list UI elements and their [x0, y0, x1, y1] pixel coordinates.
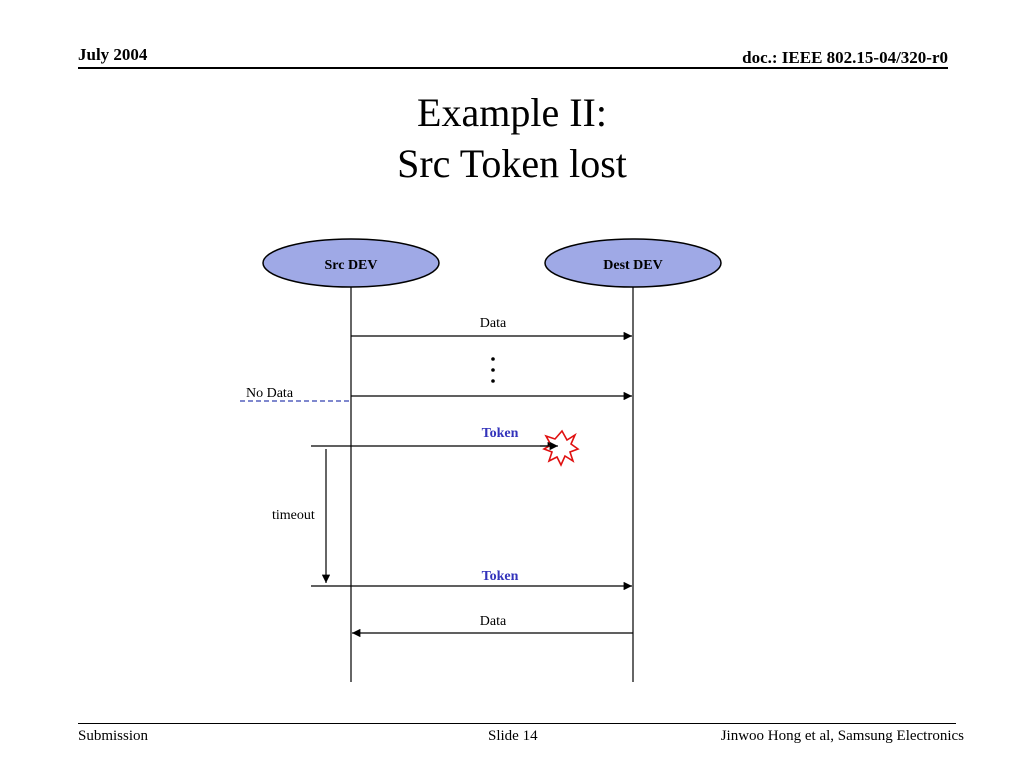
msg-token-lost-label: Token	[482, 426, 519, 441]
continuation-dots	[491, 357, 495, 383]
header-divider	[78, 67, 948, 69]
src-dev-label: Src DEV	[324, 258, 377, 273]
footer-slide-number: Slide 14	[488, 728, 538, 744]
msg-data-1-label: Data	[480, 316, 507, 331]
slide-title-line1: Example II:	[417, 90, 607, 135]
dest-dev-label: Dest DEV	[603, 258, 663, 273]
slide-title-line2: Src Token lost	[397, 141, 627, 186]
dest-dev-node: Dest DEV	[544, 238, 722, 288]
timeout-label: timeout	[272, 508, 315, 523]
lost-burst-icon	[542, 429, 580, 467]
msg-no-data-label: No Data	[246, 386, 294, 401]
src-dev-node: Src DEV	[262, 238, 440, 288]
footer-divider	[78, 723, 956, 724]
msg-token-2-label: Token	[482, 569, 519, 584]
header-date: July 2004	[78, 45, 148, 64]
msg-data-2-label: Data	[480, 614, 507, 629]
header-doc-id: doc.: IEEE 802.15-04/320-r0	[742, 48, 948, 67]
footer-submission: Submission	[78, 728, 149, 744]
footer-author: Jinwoo Hong et al, Samsung Electronics	[720, 728, 964, 744]
